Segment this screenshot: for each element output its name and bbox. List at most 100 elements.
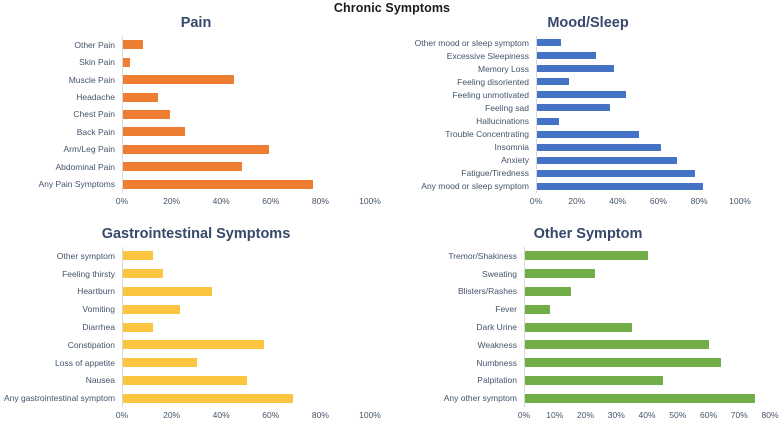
bar-row: Back Pain [4, 123, 388, 141]
bar-row: Loss of appetite [4, 353, 388, 372]
bar [123, 304, 180, 314]
bar [123, 109, 170, 119]
category-label: Hallucinations [476, 116, 529, 126]
bar [123, 358, 198, 368]
bar-row: Other symptom [4, 247, 388, 265]
category-label: Excessive Sleepiness [446, 50, 529, 61]
bar-row: Hallucinations [396, 114, 780, 128]
category-label: Trouble Concentrating [445, 129, 529, 140]
category-label: Abdominal Pain [55, 161, 115, 172]
category-label: Chest Pain [73, 109, 115, 120]
bar [537, 91, 627, 99]
category-label: Any gastrointestinal symptom [4, 393, 116, 404]
bar-row: Nausea [4, 371, 388, 390]
x-tick-label: 50% [669, 410, 687, 420]
bar-track [122, 318, 370, 336]
bar [123, 251, 153, 261]
bar-track [122, 88, 370, 106]
bar-track [122, 105, 370, 124]
category-label: Heartburn [77, 286, 115, 297]
bar-row: Blisters/Rashes [396, 282, 780, 301]
bar [123, 375, 247, 385]
bar-track [536, 49, 740, 63]
bar [123, 75, 235, 85]
x-axis: 0%10%20%30%40%50%60%70%80% [518, 407, 779, 422]
x-tick-label: 100% [729, 196, 751, 206]
bar [123, 340, 264, 350]
bar-track [122, 158, 370, 176]
category-label: Nausea [85, 375, 115, 386]
bar-row: Anxiety [396, 153, 780, 167]
category-label: Back Pain [76, 126, 115, 137]
category-label: Memory Loss [477, 63, 529, 74]
chart-title-pain: Pain [180, 15, 212, 31]
bar-track [122, 36, 370, 54]
x-tick-label: 20% [568, 196, 586, 206]
x-tick-label: 40% [212, 410, 230, 420]
x-tick-label: 60% [262, 410, 280, 420]
x-tick-label: 80% [311, 196, 329, 206]
x-axis: 0%20%40%60%80%100% [530, 193, 751, 208]
bar [123, 286, 212, 296]
bar-track [524, 247, 770, 265]
bar [123, 393, 294, 403]
bar [537, 156, 678, 164]
bar [537, 78, 570, 86]
bar [525, 375, 663, 385]
bar-track [524, 389, 770, 408]
bar-track [524, 318, 770, 336]
category-label: Other mood or sleep symptom [414, 37, 529, 48]
bar [123, 322, 153, 332]
x-tick-label: 40% [609, 196, 627, 206]
x-tick-label: 0% [115, 410, 129, 420]
bar-track [536, 153, 740, 167]
bar [525, 286, 571, 296]
bar [123, 179, 314, 189]
bar-row: Fever [396, 300, 780, 319]
bar-track [536, 114, 740, 128]
x-tick-label: 70% [730, 410, 748, 420]
bar-row: Memory Loss [396, 62, 780, 76]
bar-track [536, 179, 740, 193]
bar-track [122, 371, 370, 390]
x-tick-label: 20% [163, 410, 181, 420]
bar-track [122, 300, 370, 319]
x-tick-label: 0% [529, 196, 543, 206]
x-tick-label: 10% [546, 410, 564, 420]
x-tick-label: 80% [690, 196, 708, 206]
bar-track [122, 70, 370, 89]
category-label: Anxiety [501, 155, 529, 166]
bar-row: Numbness [396, 353, 780, 372]
x-tick-label: 60% [262, 196, 280, 206]
category-label: Dark Urine [476, 322, 517, 333]
bar [525, 269, 596, 279]
bar-row: Headache [4, 88, 388, 106]
x-tick-label: 100% [359, 410, 381, 420]
bar [537, 39, 562, 47]
bar-row: Heartburn [4, 282, 388, 301]
bar [525, 393, 755, 403]
bar [525, 304, 550, 314]
x-axis: 0%20%40%60%80%100% [116, 407, 381, 422]
bar [537, 104, 611, 112]
bar-row: Skin Pain [4, 53, 388, 71]
x-tick-label: 40% [638, 410, 656, 420]
category-label: Other symptom [56, 250, 115, 261]
category-label: Vomiting [82, 304, 115, 315]
category-label: Other Pain [74, 39, 115, 50]
chart-title-gastrointestinal: Gastrointestinal Symptoms [101, 226, 291, 242]
x-tick-label: 20% [163, 196, 181, 206]
category-label: Feeling disoriented [457, 76, 529, 87]
category-label: Any other symptom [443, 393, 517, 404]
bar-track [122, 175, 370, 193]
bar [525, 322, 633, 332]
bar-row: Any Pain Symptoms [4, 175, 388, 193]
category-label: Skin Pain [79, 57, 115, 68]
category-label: Any Pain Symptoms [38, 179, 115, 190]
x-tick-label: 100% [359, 196, 381, 206]
